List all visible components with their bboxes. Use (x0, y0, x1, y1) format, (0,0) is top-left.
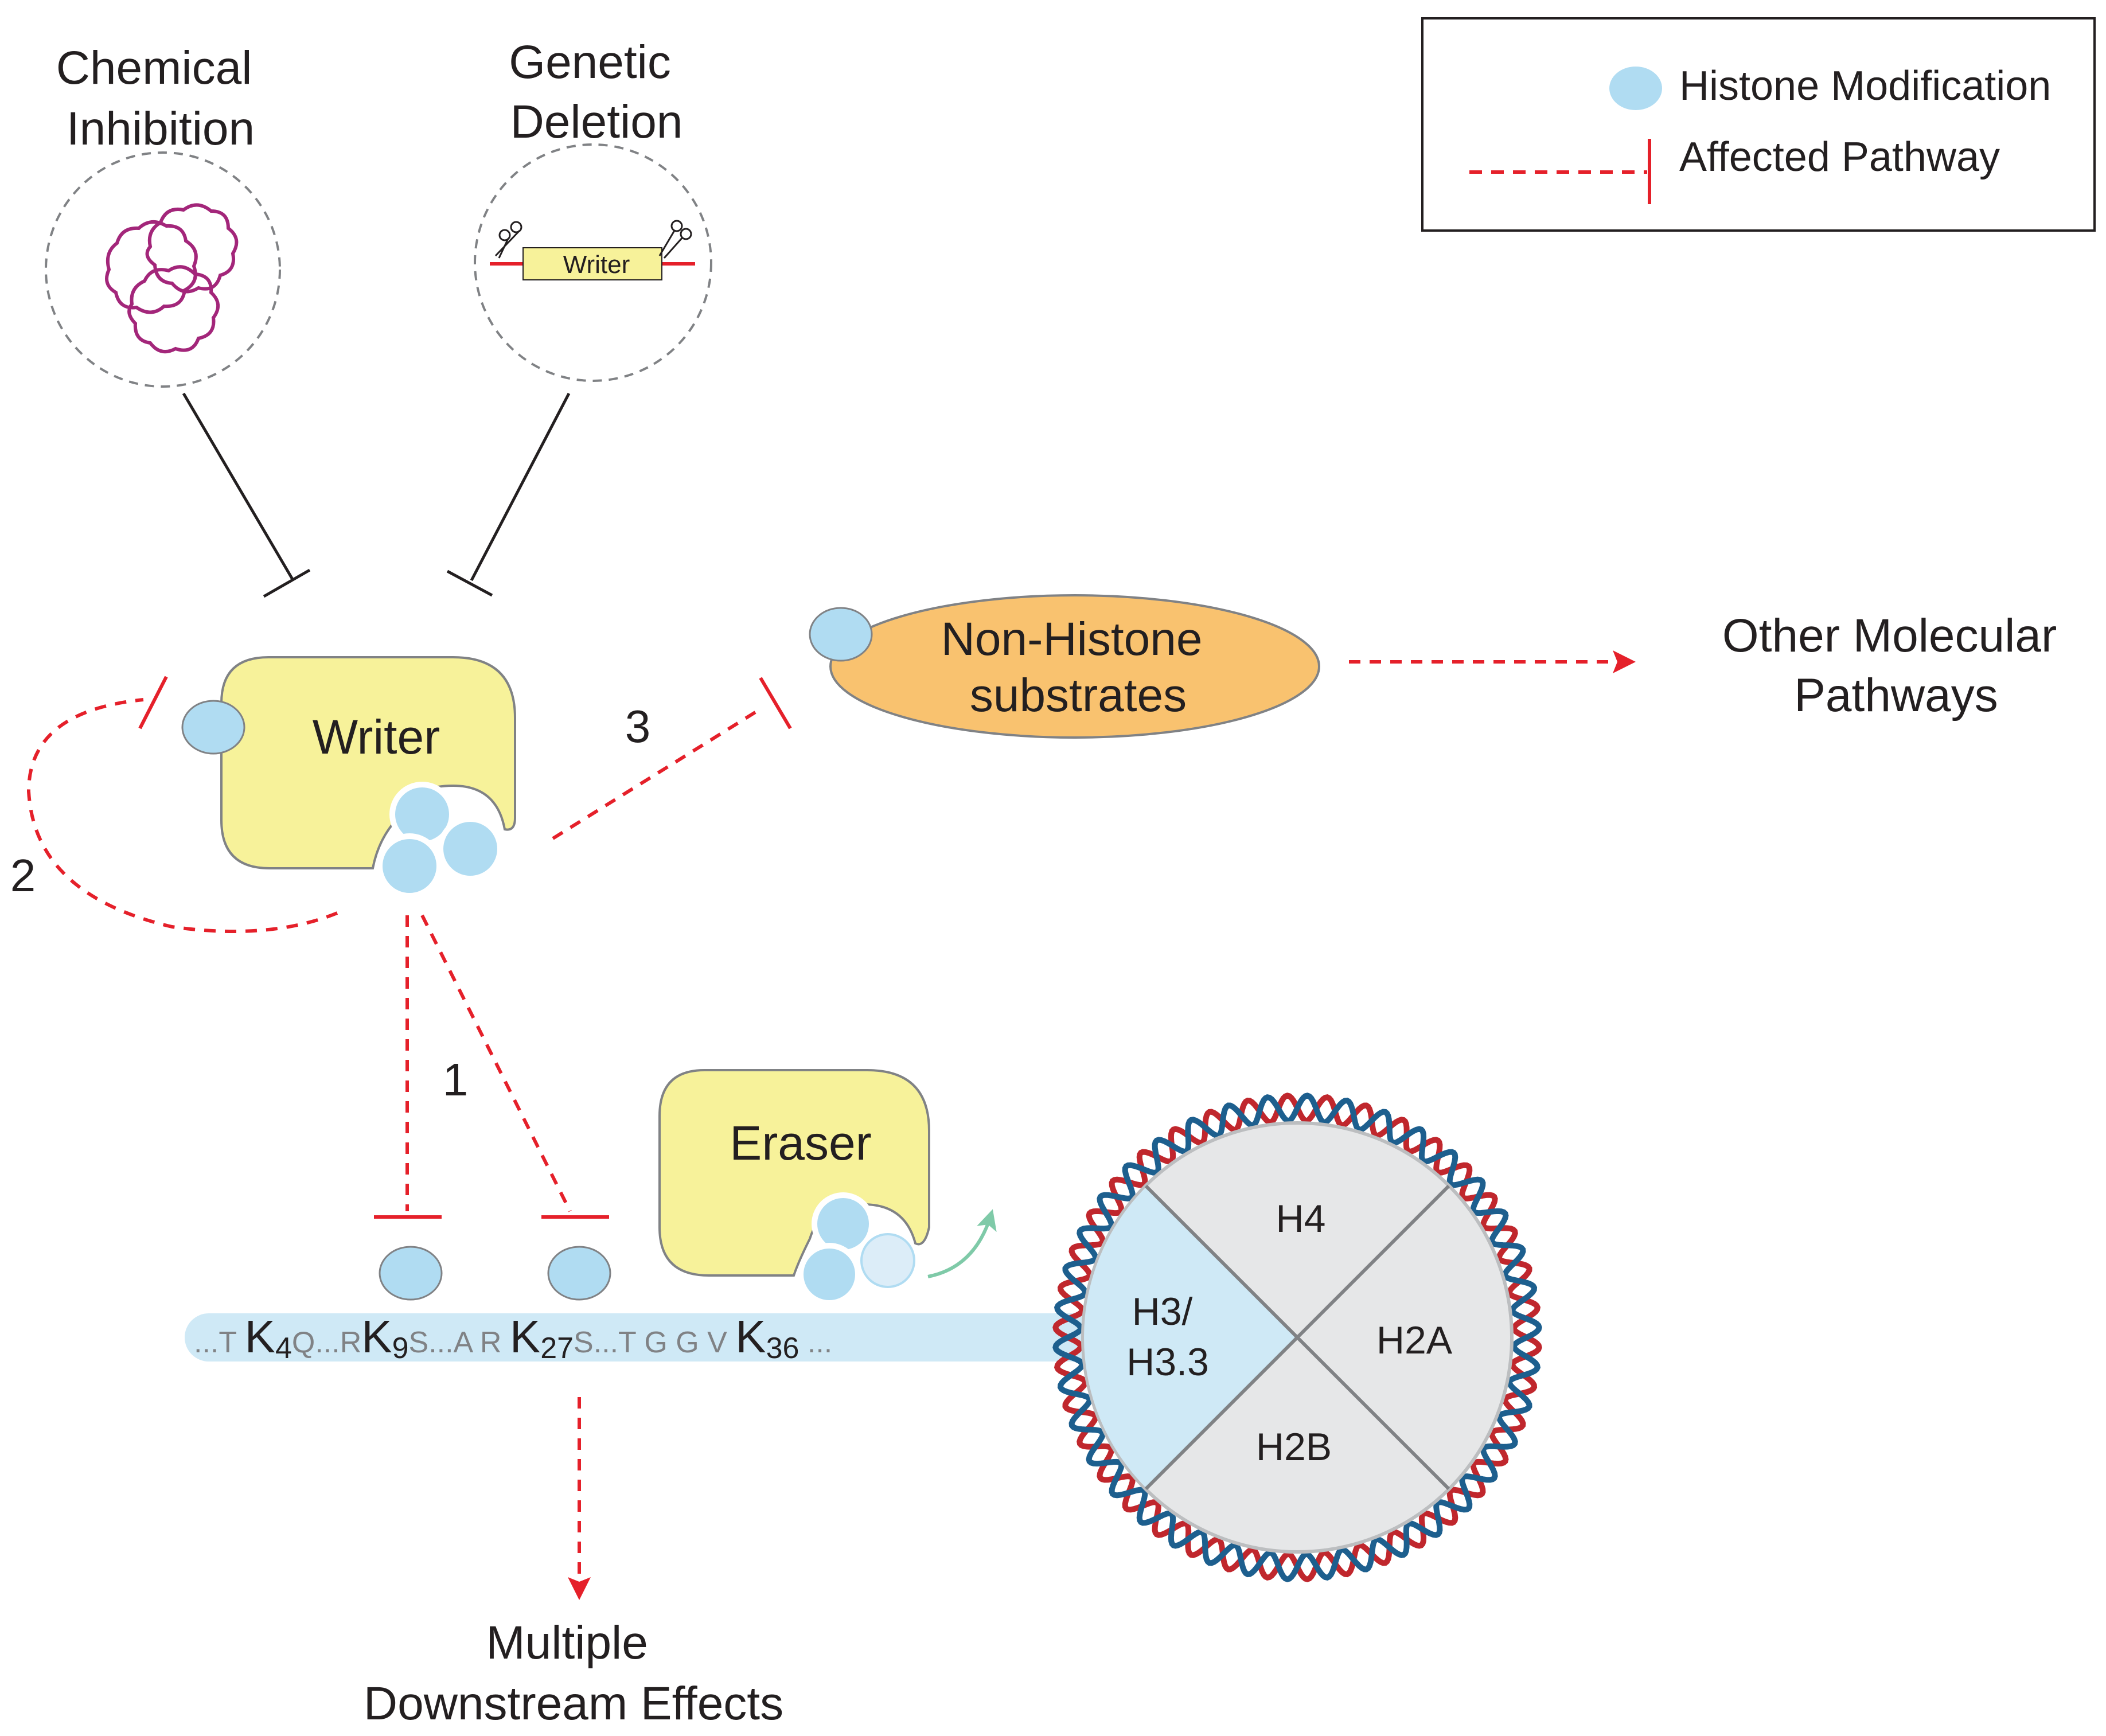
pathway-3-number: 3 (625, 701, 651, 752)
legend-box (1421, 17, 2096, 232)
writer-pocket-mod-2 (438, 816, 503, 881)
downstream-effects-label: Multiple Downstream Effects (364, 1617, 783, 1730)
histone-tail-sequence: ...T K4Q...RK9S...A R K27S...T G G V K36… (194, 1311, 832, 1365)
genetic-deletion: Writer (474, 143, 712, 382)
pathway-3-bar (759, 677, 792, 729)
writer-pocket-mod-3 (377, 833, 442, 899)
h2b-label: H2B (1256, 1425, 1332, 1469)
legend-pathway-label: Affected Pathway (1679, 134, 2000, 180)
non-histone-label: Non-Histone substrates (941, 613, 1216, 721)
pathway-1-number: 1 (443, 1054, 469, 1105)
legend-modification-icon (1609, 67, 1662, 110)
non-histone-substrates: Non-Histone substrates (809, 594, 1320, 739)
k27-modification (547, 1246, 611, 1301)
chemical-inhibitor (45, 151, 281, 388)
h3-label: H3/ H3.3 (1126, 1290, 1209, 1384)
eraser-enzyme: Eraser (658, 1069, 930, 1306)
writer-label: Writer (313, 710, 440, 764)
legend: Histone Modification Affected Pathway (1421, 17, 2096, 232)
eraser-pocket-mod-2 (798, 1243, 861, 1306)
genetic-deletion-label: Genetic Deletion (509, 36, 684, 148)
gene-box (522, 247, 662, 280)
eraser-removed-mod (860, 1233, 915, 1288)
non-histone-modification (809, 607, 873, 662)
h4-label: H4 (1276, 1197, 1326, 1240)
scissors-icon (494, 221, 522, 259)
k4-modification (379, 1246, 443, 1301)
writer-modification (181, 700, 245, 755)
h3-segment (1084, 1124, 1297, 1551)
curved-arrow-icon (927, 1209, 997, 1278)
other-pathways-label: Other Molecular Pathways (1722, 610, 2070, 721)
protein-complex-icon (105, 203, 239, 354)
pathway-1-line-k27 (420, 914, 572, 1212)
pathway-2-number: 2 (10, 850, 36, 901)
writer-enzyme: Writer (181, 656, 516, 899)
legend-modification-label: Histone Modification (1679, 63, 2051, 109)
gene-label: Writer (563, 251, 630, 279)
nucleosome: H4 H2A H2B H3/ H3.3 (1052, 1093, 1542, 1582)
histone-tail (185, 1313, 1102, 1362)
inhibition-lines (182, 392, 571, 598)
eraser-label: Eraser (730, 1116, 871, 1170)
pathway-3-line (552, 709, 758, 840)
h2a-label: H2A (1376, 1318, 1453, 1362)
chemical-inhibition-label: Chemical Inhibition (56, 42, 266, 155)
dna-strand-blue (1052, 1093, 1542, 1582)
scissors-icon-right (658, 220, 692, 259)
pathway-2-bar (138, 676, 168, 729)
